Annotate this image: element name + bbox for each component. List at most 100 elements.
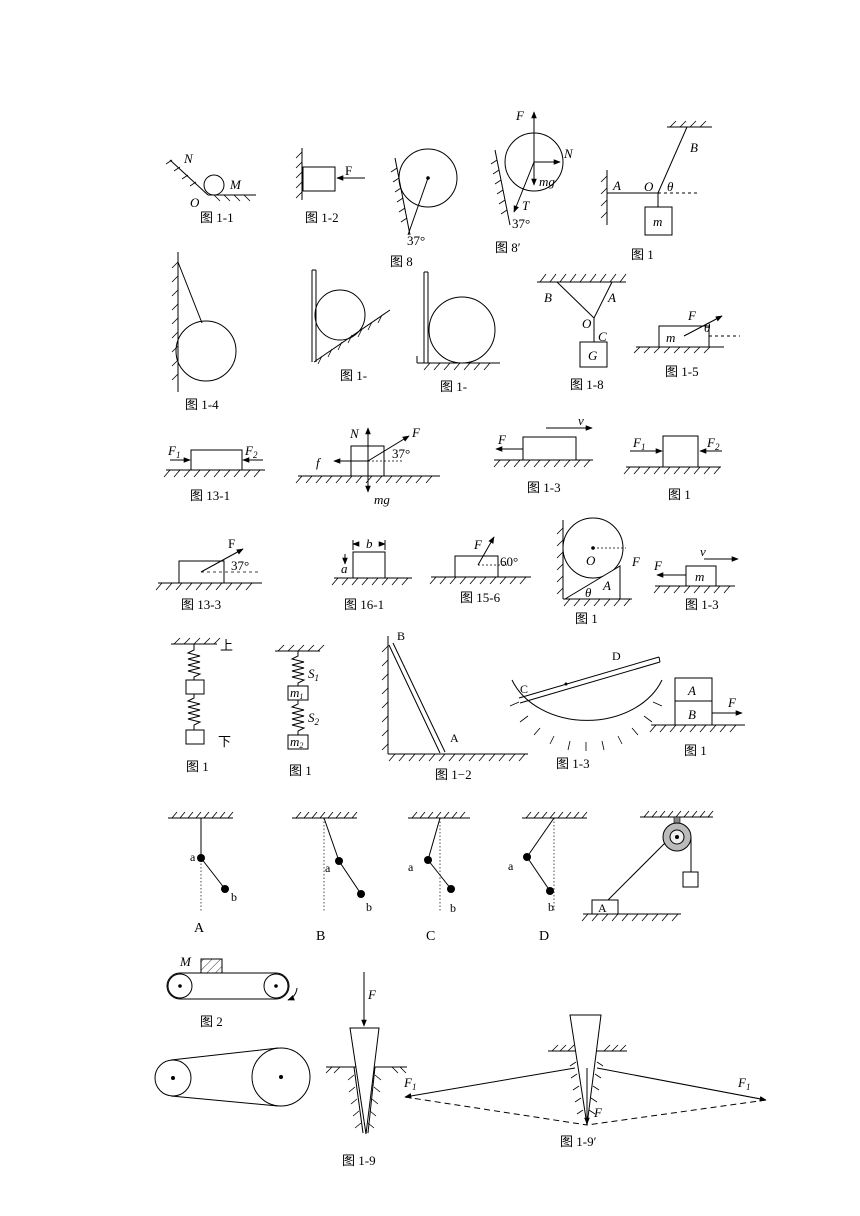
label-F: F [631,554,641,569]
figure-1-2: F 图 1-2 [295,148,365,225]
label-m1: m1 [290,685,303,701]
label-F: F [653,558,663,573]
caption-13-3: 图 13-3 [181,597,221,612]
caption-ladder: 图 1−2 [435,767,472,782]
figure-13-3: F 37° 图 13-3 [155,536,262,612]
label-S2: S2 [308,710,320,727]
figure-1-9-prime: F1 F1 F 图 1-9′ [403,1014,767,1149]
label-b: b [231,890,237,904]
caption-stacked: 图 1 [684,743,707,758]
label-f: f [316,455,322,470]
option-C-diagram: a b C [408,811,470,944]
label-v: v [700,544,706,559]
label-B: B [688,707,696,722]
caption-springs-2: 图 1 [289,763,312,778]
figure-15-6: F 60° 图 15-6 [429,536,531,605]
figure-2-conveyor: M 图 2 [166,954,298,1029]
caption-1-ground: 图 1- [440,379,467,394]
option-label-A: A [194,921,205,936]
caption-1-3-b: 图 1-3 [685,597,719,612]
label-b: b [366,900,372,914]
label-37: 37° [512,216,530,231]
label-F2: F2 [244,443,258,460]
label-37: 37° [231,558,249,573]
label-m: m [695,569,704,584]
caption-1-8: 图 1-8 [570,377,604,392]
label-F: F [593,1105,603,1120]
label-N: N [563,146,574,161]
option-label-C: C [426,929,435,944]
label-A: A [612,178,621,193]
label-b: b [366,536,373,551]
caption-1-2: 图 1-2 [305,210,339,225]
label-F: F [345,163,352,178]
label-T: T [522,198,530,213]
label-A: A [450,731,459,745]
caption-1-r4: 图 1 [575,611,598,626]
label-theta: θ [585,585,592,600]
caption-1-4: 图 1-4 [185,397,219,412]
label-B: B [397,629,405,643]
figure-16-1: b a 图 16-1 [331,536,412,612]
caption-1-incline: 图 1- [340,368,367,383]
figure-force-block: N F 37° f mg [295,425,440,507]
label-a: a [190,850,196,864]
label-down: 下 [218,734,231,749]
label-37: 37° [407,233,425,248]
label-a: a [408,860,414,874]
label-O: O [582,316,592,331]
ball [203,174,225,196]
figure-1-1: N M O 图 1-1 [165,151,256,225]
label-A: A [687,683,696,698]
figure-1-4: 图 1-4 [171,252,237,412]
caption-1-9-prime: 图 1-9′ [560,1134,597,1149]
label-F: F [473,537,483,552]
label-N: N [183,151,194,166]
label-F: F [411,425,421,440]
figure-1-top: m B A O θ 图 1 [600,120,712,262]
label-F: F [515,108,525,123]
figure-1-r4: O F A θ 图 1 [556,517,641,626]
figure-1-5: m F θ 图 1-5 [633,308,740,379]
figure-ladder: B A 图 1−2 [381,629,528,782]
option-label-D: D [539,929,549,944]
label-C: C [598,329,607,344]
label-B: B [690,140,698,155]
figure-1-8: B A O C G 图 1-8 [537,273,627,392]
caption-16-1: 图 16-1 [344,597,384,612]
caption-bowl: 图 1-3 [556,756,590,771]
label-B: B [544,290,552,305]
label-F: F [228,536,235,551]
option-A-diagram: a b A [168,811,237,936]
label-a: a [325,861,331,875]
block [302,166,336,192]
option-D-diagram: a b D [508,811,588,944]
figure-1-incline: 图 1- [311,269,391,383]
label-F1: F1 [167,443,180,460]
figure-1-ground: 图 1- [416,271,500,394]
label-O: O [586,553,596,568]
label-A: A [602,578,611,593]
label-m: m [666,330,675,345]
caption-1-r3: 图 1 [668,487,691,502]
label-N: N [349,426,360,441]
label-up: 上 [220,638,233,653]
label-theta: θ [667,179,674,194]
label-b: b [450,901,456,915]
label-m2: m2 [290,734,303,750]
label-b: b [548,900,554,914]
option-label-B: B [316,929,325,944]
label-37: 37° [392,446,410,461]
label-F1: F1 [632,435,645,452]
label-F: F [497,432,507,447]
caption-13-1: 图 13-1 [190,488,230,503]
label-F: F [687,308,697,323]
label-v: v [578,413,584,428]
label-A: A [598,901,607,915]
caption-8: 图 8 [390,254,413,269]
option-B-diagram: a b B [292,811,372,944]
label-F2: F2 [706,435,720,452]
caption-1-5: 图 1-5 [665,364,699,379]
figure-springs-2: S1 S2 m1 m2 图 1 [275,644,325,778]
label-a: a [341,561,348,576]
